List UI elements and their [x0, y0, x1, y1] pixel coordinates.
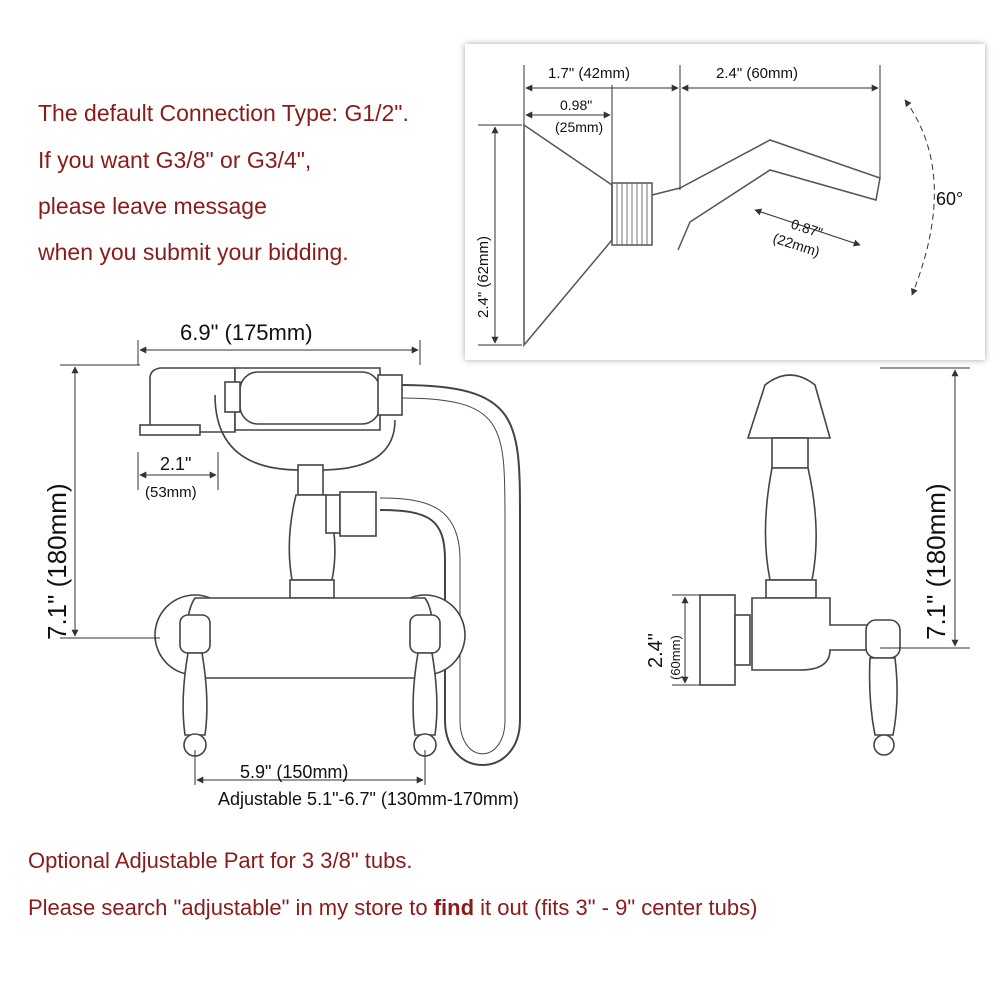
note-search-text-c: it out (fits 3" - 9" center tubs) — [474, 895, 758, 920]
front-dim-adjustable: Adjustable 5.1"-6.7" (130mm-170mm) — [218, 789, 519, 809]
note-search-text-find: find — [433, 895, 475, 920]
inset-dim-width: 1.7" (42mm) — [548, 65, 630, 82]
inset-dim-height: 2.4" (62mm) — [475, 236, 492, 318]
front-dim-total-width: 6.9" (175mm) — [180, 320, 313, 345]
inset-dimensions — [478, 65, 935, 346]
inset-dim-arm: 2.4" (60mm) — [716, 65, 798, 82]
side-dim-mount-in: 2.4" — [645, 633, 667, 668]
inset-bracket-drawing — [523, 123, 881, 348]
note-connection-type: The default Connection Type: G1/2". — [38, 100, 409, 126]
front-dim-head-in: 2.1" — [160, 454, 191, 474]
front-dimensions — [60, 340, 426, 785]
note-optional-part: Optional Adjustable Part for 3 3/8" tubs… — [28, 848, 413, 873]
front-dim-height: 7.1" (180mm) — [42, 483, 72, 640]
note-search-adjustable: Please search "adjustable" in my store t… — [28, 895, 757, 921]
note-search-text-a: Please search "adjustable" in my store t… — [28, 895, 434, 920]
front-dim-head-mm: (53mm) — [145, 484, 197, 501]
note-leave-message: please leave message — [38, 193, 267, 219]
shower-bracket-inset — [465, 44, 985, 360]
front-view-drawing — [139, 367, 521, 766]
side-dim-height: 7.1" (180mm) — [921, 483, 951, 640]
side-dimensions — [672, 367, 970, 686]
inset-angle: 60° — [936, 189, 963, 209]
inset-dim-small-mm: (25mm) — [555, 119, 603, 135]
note-bidding: when you submit your bidding. — [38, 239, 349, 265]
note-alternate-sizes: If you want G3/8" or G3/4", — [38, 147, 312, 173]
side-view-drawing — [699, 374, 901, 756]
inset-dim-small-in: 0.98" — [560, 97, 592, 113]
front-dim-centers: 5.9" (150mm) — [240, 762, 348, 782]
side-dim-mount-mm: (60mm) — [668, 635, 683, 680]
